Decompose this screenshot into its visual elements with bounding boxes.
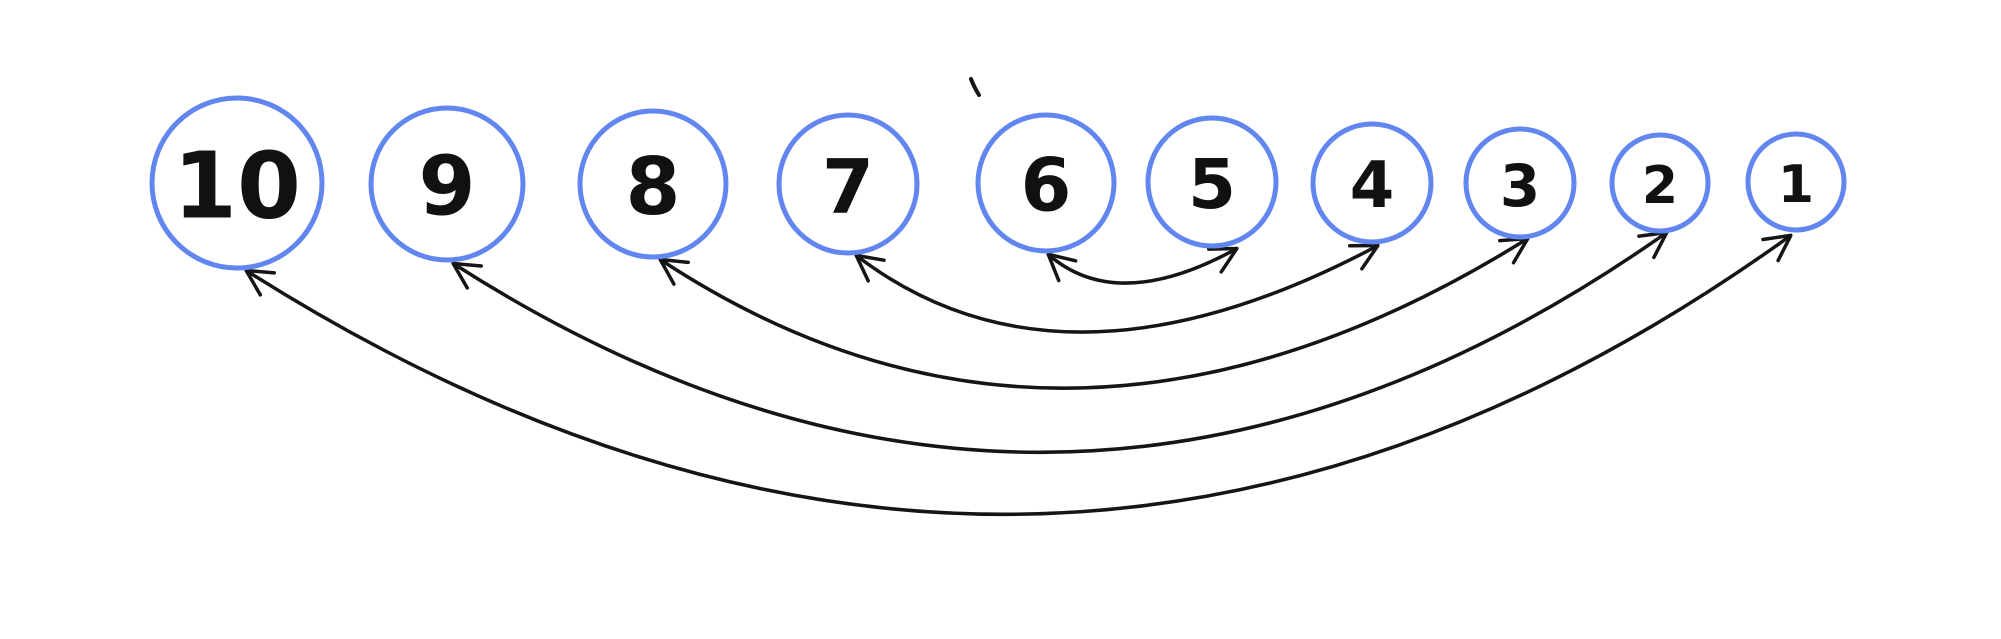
- number-circle-9: 9: [368, 105, 526, 263]
- number-circle-2: 2: [1609, 132, 1711, 234]
- pair-arrow-10-1: [244, 233, 1793, 516]
- marks-layer: [969, 77, 981, 97]
- circles-layer: 10 9 8 7 6 5 4 3 2 1: [149, 95, 1847, 271]
- pair-arrow-7-4: [854, 243, 1380, 334]
- circle-outline-10: [149, 95, 325, 271]
- number-circle-5: 5: [1145, 115, 1279, 249]
- circle-label-1: 1: [1778, 155, 1814, 215]
- arrows-layer: [244, 230, 1793, 516]
- stray-pen-mark: [969, 77, 981, 97]
- number-circle-10: 10: [149, 95, 325, 271]
- number-circle-4: 4: [1310, 121, 1434, 245]
- circle-outline-8: [577, 108, 729, 260]
- number-circle-7: 7: [776, 112, 920, 256]
- number-circle-8: 8: [577, 108, 729, 260]
- circle-outline-4: [1310, 121, 1434, 245]
- circle-outline-9: [368, 105, 526, 263]
- circle-label-3: 3: [1500, 152, 1540, 220]
- number-circle-3: 3: [1463, 126, 1577, 240]
- circle-label-2: 2: [1642, 156, 1678, 216]
- circle-label-7: 7: [822, 143, 874, 231]
- pair-arrow-9-2: [451, 230, 1669, 455]
- circle-label-4: 4: [1350, 149, 1395, 223]
- circle-outline-1: [1745, 131, 1847, 233]
- circle-label-6: 6: [1021, 144, 1072, 229]
- circle-outline-3: [1463, 126, 1577, 240]
- circle-label-5: 5: [1188, 145, 1236, 225]
- circle-outline-2: [1609, 132, 1711, 234]
- circle-label-8: 8: [626, 141, 681, 233]
- circle-outline-7: [776, 112, 920, 256]
- number-circle-1: 1: [1745, 131, 1847, 233]
- circle-label-10: 10: [173, 133, 301, 240]
- pair-arrow-8-3: [658, 236, 1530, 390]
- circle-outline-5: [1145, 115, 1279, 249]
- number-circle-6: 6: [975, 112, 1117, 254]
- circle-outline-6: [975, 112, 1117, 254]
- pair-arrow-6-5: [1046, 246, 1239, 285]
- circle-label-9: 9: [418, 140, 475, 235]
